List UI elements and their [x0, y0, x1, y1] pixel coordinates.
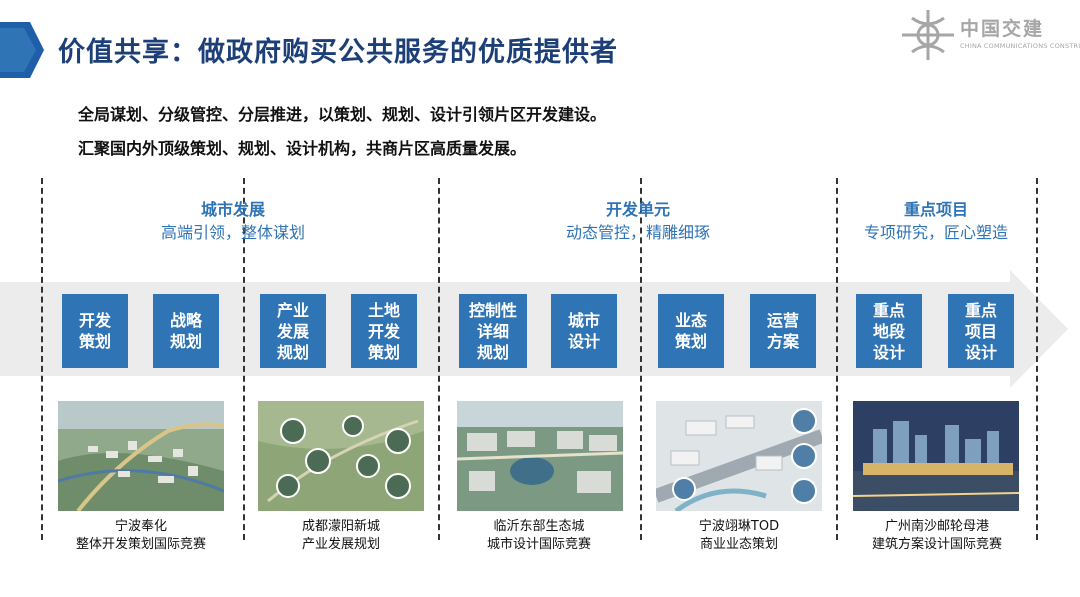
divider-line — [640, 178, 642, 540]
project-caption: 宁波奉化整体开发策划国际竞赛 — [75, 519, 206, 552]
stage-box: 土地 开发 策划 — [351, 294, 417, 368]
page-title: 价值共享：做政府购买公共服务的优质提供者 — [58, 37, 618, 68]
project-caption: 成都濛阳新城产业发展规划 — [301, 519, 380, 552]
divider-line — [836, 178, 838, 540]
company-logo: 中国交建 CHINA COMMUNICATIONS CONSTRUCTION — [898, 6, 1080, 64]
divider-line — [1036, 178, 1038, 540]
header-accent-bar — [0, 22, 44, 78]
project-image-guangzhou-nansha — [853, 401, 1019, 511]
section-subtitle-key-projects: 专项研究，匠心塑造 — [863, 223, 1008, 242]
intro-line-2: 汇聚国内外顶级策划、规划、设计机构，共商片区高质量发展。 — [78, 139, 527, 158]
stage-box: 重点 项目 设计 — [948, 294, 1014, 368]
project-caption: 临沂东部生态城城市设计国际竞赛 — [486, 519, 591, 552]
logo-text-en: CHINA COMMUNICATIONS CONSTRUCTION — [960, 42, 1080, 50]
stage-box: 战略 规划 — [153, 294, 219, 368]
project-image-ningbo-fenghua — [58, 401, 224, 511]
project-image-linyi-east — [457, 401, 623, 511]
divider-line — [243, 178, 245, 540]
section-title-key-projects: 重点项目 — [903, 200, 968, 219]
logo-emblem-icon — [902, 10, 954, 60]
stage-box: 开发 策划 — [62, 294, 128, 368]
stage-box: 城市 设计 — [551, 294, 617, 368]
project-image-chengdu-mengyang — [258, 401, 424, 511]
stage-box: 运营 方案 — [750, 294, 816, 368]
intro-line-1: 全局谋划、分级管控、分层推进，以策划、规划、设计引领片区开发建设。 — [78, 105, 607, 124]
stage-box: 重点 地段 设计 — [856, 294, 922, 368]
stage-box: 产业 发展 规划 — [260, 294, 326, 368]
section-title-urban-development: 城市发展 — [200, 200, 265, 219]
section-subtitle-development-unit: 动态管控，精雕细琢 — [565, 223, 710, 242]
logo-text-cn: 中国交建 — [960, 18, 1045, 40]
section-subtitle-urban-development: 高端引领，整体谋划 — [160, 223, 305, 242]
divider-line — [438, 178, 440, 540]
stage-box: 业态 策划 — [658, 294, 724, 368]
divider-line — [41, 178, 43, 540]
project-caption: 广州南沙邮轮母港建筑方案设计国际竞赛 — [871, 519, 1002, 552]
stage-box: 控制性 详细 规划 — [459, 294, 527, 368]
project-image-ningbo-tod — [656, 401, 822, 511]
section-title-development-unit: 开发单元 — [605, 200, 670, 219]
